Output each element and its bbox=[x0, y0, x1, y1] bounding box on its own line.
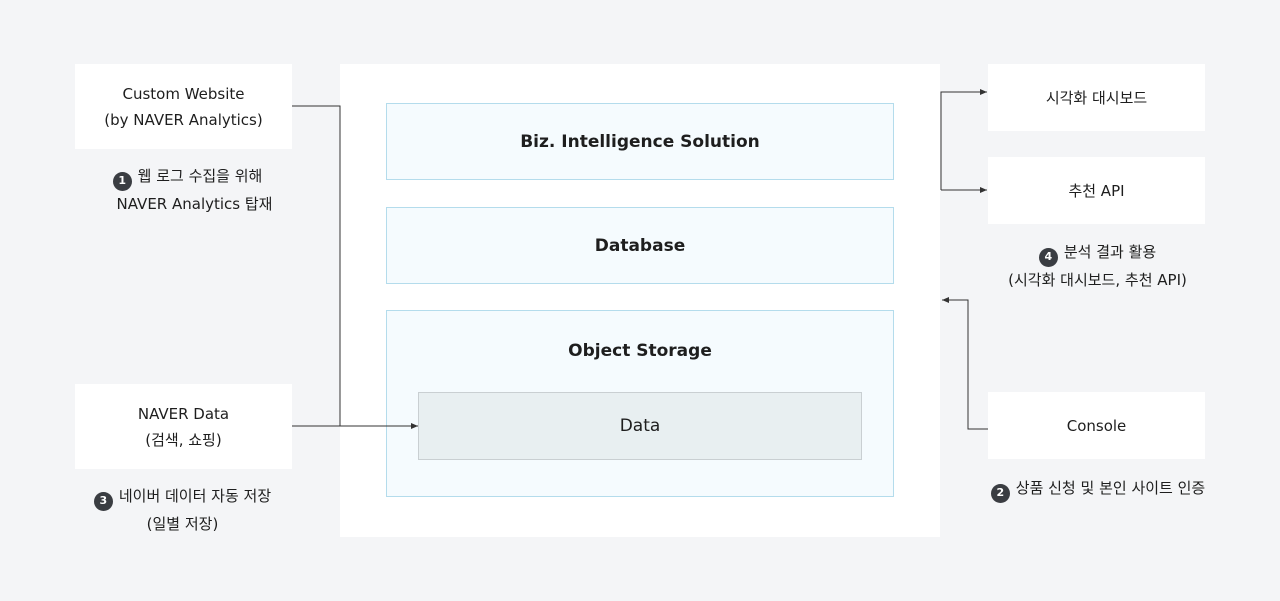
note-2: 2 상품 신청 및 본인 사이트 인증 bbox=[988, 475, 1208, 503]
bi-solution-layer: Biz. Intelligence Solution bbox=[386, 103, 894, 180]
console-box: Console bbox=[988, 392, 1205, 459]
to-dashboard-arrow bbox=[940, 89, 987, 190]
data-box: Data bbox=[418, 392, 862, 460]
recommend-api-label: 추천 API bbox=[1068, 181, 1125, 200]
dashboard-label: 시각화 대시보드 bbox=[1045, 88, 1148, 107]
note-4-line1: 분석 결과 활용 bbox=[1063, 243, 1157, 261]
database-label: Database bbox=[594, 235, 686, 256]
step-3-badge: 3 bbox=[93, 491, 113, 511]
note-3-line2: (일별 저장) bbox=[146, 514, 219, 533]
database-layer: Database bbox=[386, 207, 894, 284]
custom-website-subtitle: (by NAVER Analytics) bbox=[104, 110, 263, 129]
dashboard-box: 시각화 대시보드 bbox=[988, 64, 1205, 131]
step-2-badge: 2 bbox=[990, 483, 1010, 503]
data-label: Data bbox=[619, 416, 661, 436]
note-4: 4 분석 결과 활용 (시각화 대시보드, 추천 API) bbox=[1005, 239, 1190, 293]
naver-data-subtitle: (검색, 쇼핑) bbox=[145, 430, 222, 449]
note-1-line1: 웹 로그 수집을 위해 bbox=[137, 167, 263, 185]
console-label: Console bbox=[1066, 416, 1127, 435]
custom-website-connector bbox=[292, 105, 341, 426]
step-1-badge: 1 bbox=[112, 171, 132, 191]
note-2-line1: 상품 신청 및 본인 사이트 인증 bbox=[1015, 479, 1206, 497]
note-3: 3 네이버 데이터 자동 저장 (일별 저장) bbox=[90, 483, 275, 537]
note-1-line2: NAVER Analytics 탑재 bbox=[116, 194, 273, 213]
note-4-line2: (시각화 대시보드, 추천 API) bbox=[1008, 270, 1187, 289]
naver-data-box: NAVER Data (검색, 쇼핑) bbox=[75, 384, 292, 469]
object-storage-label: Object Storage bbox=[568, 341, 712, 361]
custom-website-title: Custom Website bbox=[122, 84, 245, 103]
naver-data-title: NAVER Data bbox=[137, 404, 230, 423]
bi-solution-label: Biz. Intelligence Solution bbox=[520, 131, 760, 152]
custom-website-box: Custom Website (by NAVER Analytics) bbox=[75, 64, 292, 149]
note-1: 1 웹 로그 수집을 위해 NAVER Analytics 탑재 bbox=[100, 163, 275, 217]
note-3-line1: 네이버 데이터 자동 저장 bbox=[118, 487, 272, 505]
console-to-platform-arrow bbox=[942, 297, 988, 430]
recommend-api-box: 추천 API bbox=[988, 157, 1205, 224]
step-4-badge: 4 bbox=[1038, 247, 1058, 267]
